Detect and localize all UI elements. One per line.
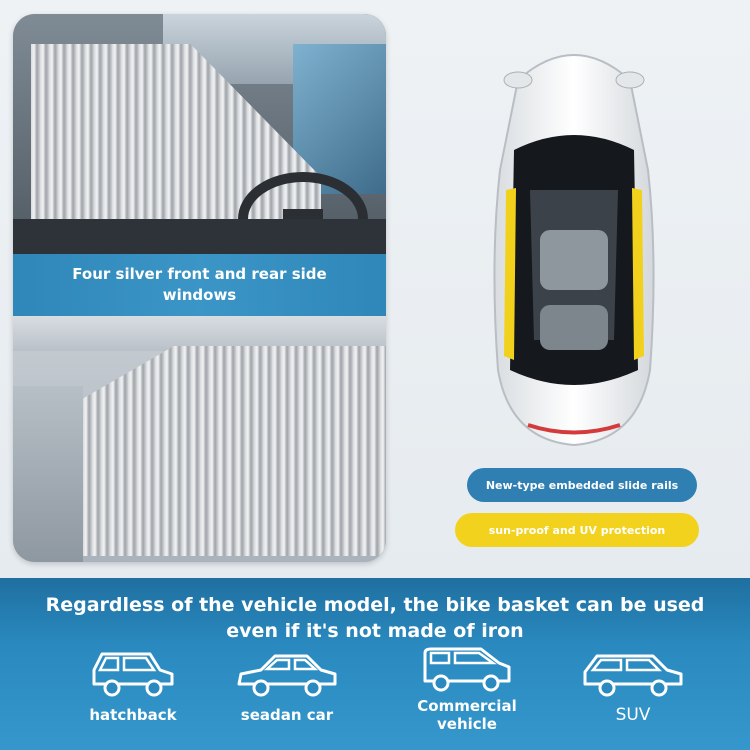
car-top-view-illustration [493, 54, 655, 447]
vehicle-commercial: Commercial vehicle [392, 645, 542, 733]
caption-band: Four silver front and rear side windows [13, 254, 386, 316]
vehicle-label: hatchback [89, 706, 177, 724]
vehicle-sedan: seadan car [212, 648, 362, 724]
hatchback-icon [92, 652, 174, 697]
vehicle-suv: SUV [558, 648, 708, 724]
feature-pill-uv-protection: sun-proof and UV protection [455, 513, 699, 547]
vehicle-label: seadan car [240, 706, 334, 724]
rear-window-photo [13, 316, 386, 562]
panel-caption: Four silver front and rear side windows [72, 265, 327, 304]
product-photo-card: Four silver front and rear side windows [13, 14, 386, 562]
feature-pill-slide-rails: New-type embedded slide rails [467, 468, 697, 502]
van-icon [423, 647, 511, 692]
vehicle-label: Commercial vehicle [417, 697, 517, 733]
suv-icon [583, 654, 683, 697]
front-window-photo [13, 14, 386, 254]
vehicle-label: SUV [615, 705, 651, 725]
compatibility-headline: Regardless of the vehicle model, the bik… [45, 594, 705, 642]
sedan-icon [237, 654, 337, 697]
rear-curtain [83, 346, 386, 556]
vehicle-hatchback: hatchback [58, 648, 208, 724]
